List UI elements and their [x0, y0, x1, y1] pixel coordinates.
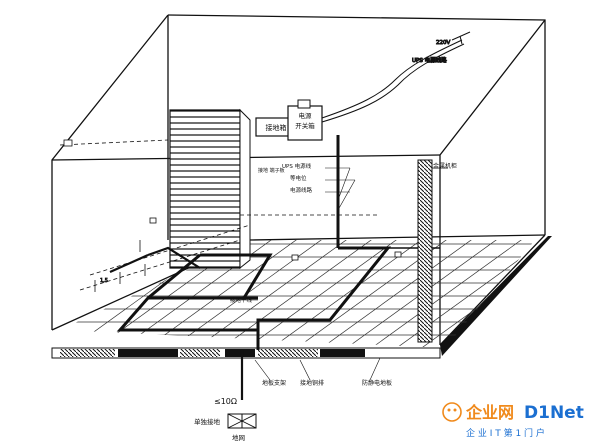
- ring-label: 接地干线: [230, 296, 258, 304]
- svg-text:接地干线: 接地干线: [230, 296, 253, 304]
- incoming-power-cable: 220V UPS 电源线路: [321, 31, 471, 123]
- ground-label: 单独接地: [194, 417, 221, 426]
- watermark: 企业网 D1Net 企 业 I T 第 1 门 户: [442, 402, 584, 439]
- raised-floor-grid: [60, 240, 535, 348]
- metal-cabinet: 金属机柜: [417, 159, 457, 343]
- bottom-leaders: [254, 357, 381, 381]
- dimension-lines: [59, 139, 380, 291]
- wire-a-label: UPS 电源线: [282, 162, 312, 170]
- bottom-label-a: 地板支架: [262, 379, 286, 387]
- wire-leaders: [325, 167, 356, 211]
- cable-note-label: UPS 电源线路: [412, 56, 447, 64]
- power-in-label: 220V: [436, 40, 450, 46]
- watermark-brand-cn: 企业网: [465, 403, 514, 422]
- watermark-tagline: 企 业 I T 第 1 门 户: [466, 427, 545, 439]
- dim-label: 1.5: [100, 278, 108, 284]
- ground-electrode: ≤10Ω 单独接地 地网: [194, 397, 257, 442]
- wire-c-label: 电源线路: [290, 186, 313, 194]
- rack-link: [109, 246, 201, 274]
- watermark-brand-en: D1Net: [524, 403, 584, 423]
- ground-box-label: 接地箱: [266, 123, 287, 132]
- power-box-label-top: 电源: [299, 111, 313, 120]
- ground-sub-label: 地网: [232, 433, 245, 442]
- cabinet-label: 金属机柜: [433, 162, 457, 170]
- bottom-label-c: 防静电地板: [362, 379, 392, 387]
- floor-base-band: [51, 236, 552, 359]
- power-switch-box: 电源 开关箱: [287, 99, 323, 141]
- power-box-label-bottom: 开关箱: [295, 121, 315, 130]
- terminal-label: 接地 端子板: [258, 167, 285, 174]
- bottom-label-b: 接地铜排: [300, 379, 324, 387]
- equipment-rack: [169, 108, 251, 270]
- left-wall-markers: [63, 139, 402, 261]
- ohm-label: ≤10Ω: [214, 397, 237, 406]
- dimension-ticks: 1.5: [94, 240, 146, 292]
- wire-b-label: 等电位: [290, 174, 307, 182]
